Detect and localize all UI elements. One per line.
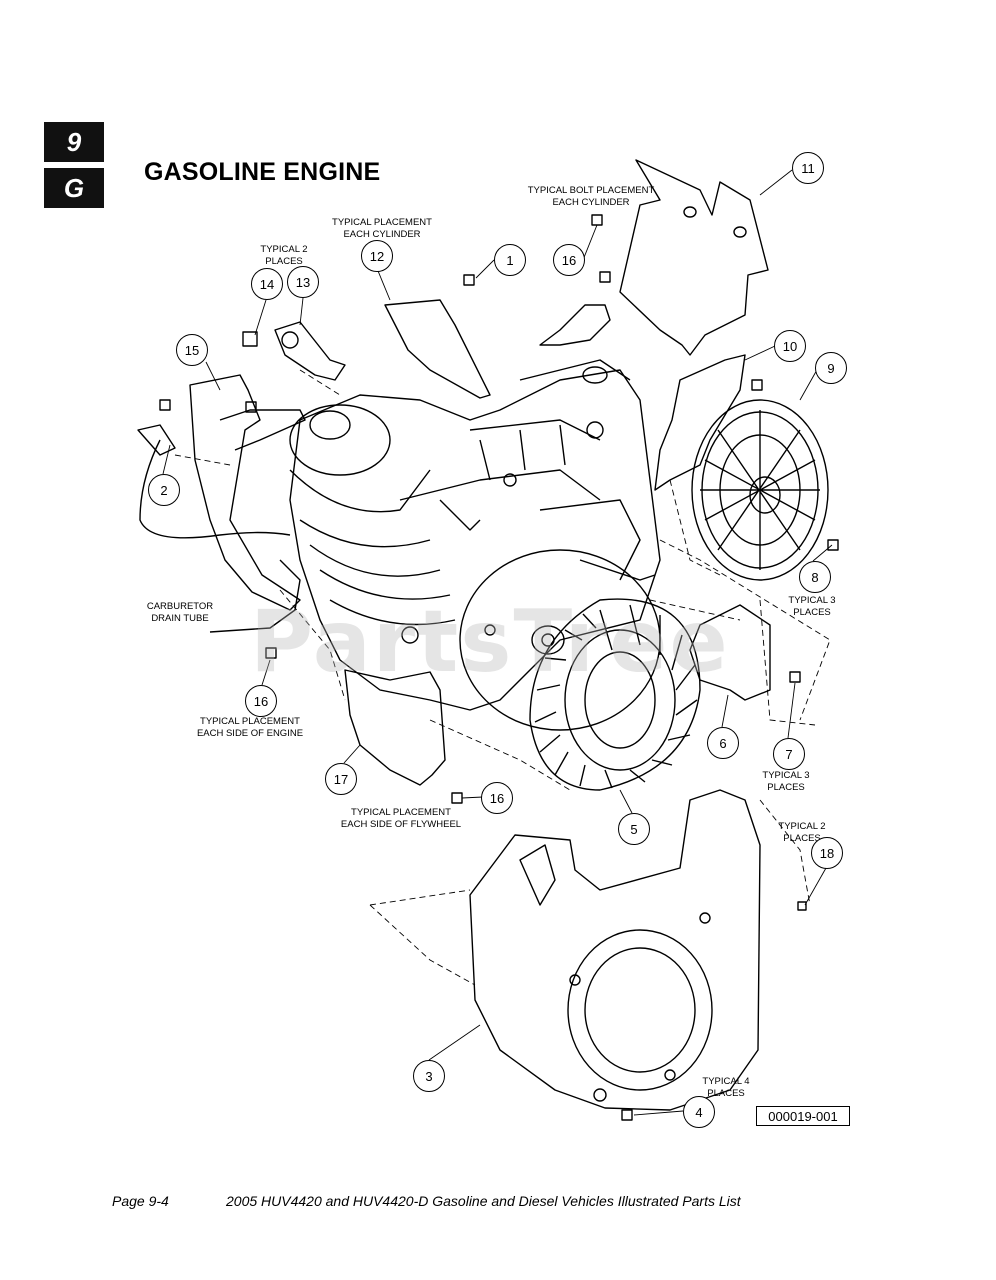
callout-15: 15 xyxy=(176,334,208,366)
flywheel-drawing xyxy=(459,549,701,791)
head-cover-12 xyxy=(384,299,491,399)
callout-16-flywheel: 16 xyxy=(481,782,513,814)
footer-document-title: 2005 HUV4420 and HUV4420-D Gasoline and … xyxy=(226,1193,741,1209)
callout-9: 9 xyxy=(815,352,847,384)
engine-block-drawing xyxy=(289,359,661,711)
footer-page-number: Page 9-4 xyxy=(112,1193,169,1209)
watermark: PartsTree xyxy=(250,592,730,692)
callout-6: 6 xyxy=(707,727,739,759)
callout-10: 10 xyxy=(774,330,806,362)
callout-13: 13 xyxy=(287,266,319,298)
callout-4: 4 xyxy=(683,1096,715,1128)
callout-2: 2 xyxy=(148,474,180,506)
ignition-coil-13 xyxy=(274,321,346,381)
wire-lead-2 xyxy=(139,439,291,539)
callout-8: 8 xyxy=(799,561,831,593)
callout-7: 7 xyxy=(773,738,805,770)
bracket-6 xyxy=(689,604,771,701)
section-tab-letter: G xyxy=(44,168,104,208)
section-tab-number: 9 xyxy=(44,122,104,162)
callout-12: 12 xyxy=(361,240,393,272)
callout-5: 5 xyxy=(618,813,650,845)
callout-1: 1 xyxy=(494,244,526,276)
callout-16-engine: 16 xyxy=(245,685,277,717)
callout-14: 14 xyxy=(251,268,283,300)
page-title: GASOLINE ENGINE xyxy=(144,158,381,186)
diagram-part-number: 000019-001 xyxy=(756,1106,850,1126)
callout-18: 18 xyxy=(811,837,843,869)
callout-3: 3 xyxy=(413,1060,445,1092)
callout-16: 16 xyxy=(553,244,585,276)
bracket-15 xyxy=(189,374,301,611)
callout-11: 11 xyxy=(792,152,824,184)
blower-housing-3 xyxy=(469,789,761,1111)
bracket-10 xyxy=(654,354,746,491)
callout-17: 17 xyxy=(325,763,357,795)
carb-drain-tube xyxy=(209,559,301,633)
rear-screen-9 xyxy=(691,399,829,581)
top-shroud-11 xyxy=(619,159,769,356)
side-cover-17 xyxy=(344,669,446,786)
bracket-drawing xyxy=(539,304,611,346)
